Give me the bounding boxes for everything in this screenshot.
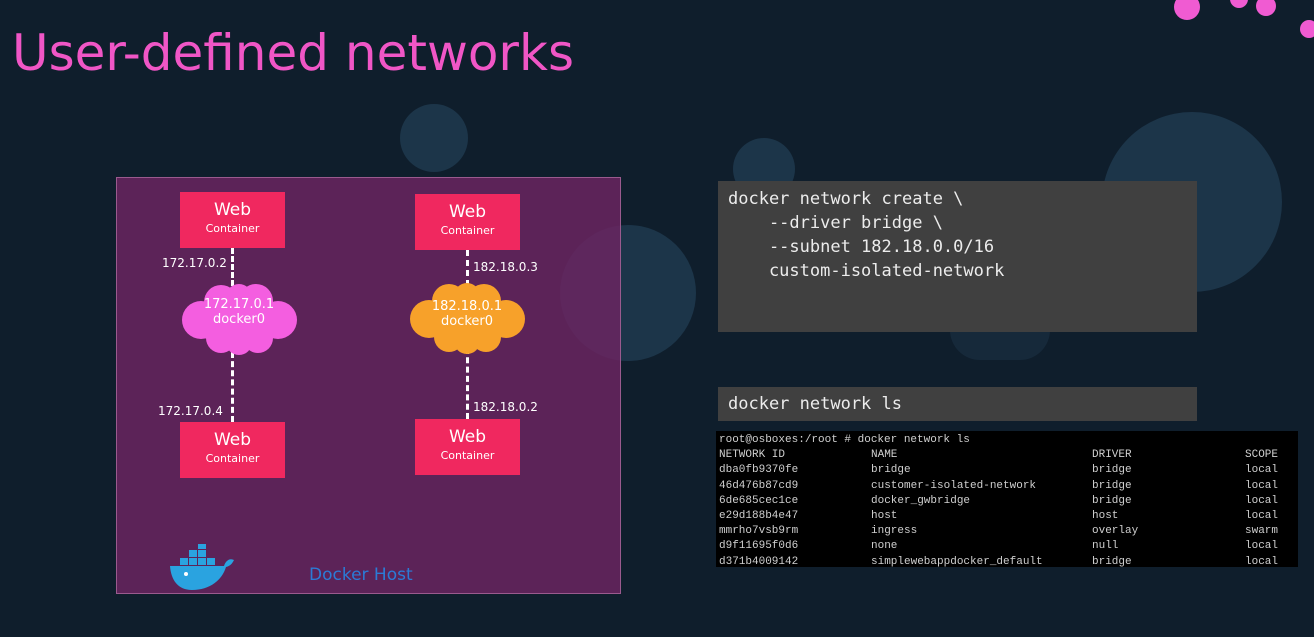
bridge-cloud-left xyxy=(182,284,297,355)
code-block-network-ls: docker network ls xyxy=(718,387,1197,421)
ip-label: 182.18.0.2 xyxy=(473,400,538,414)
slide-title: User-defined networks xyxy=(12,24,574,82)
code-line: custom-isolated-network xyxy=(728,261,1005,281)
background-circle xyxy=(400,104,468,172)
link-line xyxy=(466,348,469,419)
table-row: 46d476b87cd9 customer-isolated-network b… xyxy=(719,479,1295,494)
table-row: dba0fb9370fe bridge bridge local xyxy=(719,463,1295,478)
cell-network-id: 46d476b87cd9 xyxy=(719,479,799,492)
terminal-output: root@osboxes:/root # docker network ls N… xyxy=(716,431,1298,570)
ip-label: 182.18.0.3 xyxy=(473,260,538,274)
code-line: --driver bridge \ xyxy=(728,213,943,233)
link-line xyxy=(466,250,469,286)
web-container-left-bottom: Web Container xyxy=(180,422,285,478)
ip-label: 172.17.0.4 xyxy=(158,404,223,418)
cell-driver: host xyxy=(1092,509,1119,522)
header-name: NAME xyxy=(871,449,898,462)
cell-name: host xyxy=(871,509,898,522)
container-title: Web xyxy=(448,202,487,222)
code-line: --subnet 182.18.0.0/16 xyxy=(728,237,995,257)
table-row: mmrho7vsb9rm ingress overlay swarm xyxy=(719,524,1295,539)
header-network-id: NETWORK ID xyxy=(719,449,786,462)
terminal-header-row: NETWORK ID NAME DRIVER SCOPE xyxy=(719,448,1295,463)
code-block-network-create: docker network create \ --driver bridge … xyxy=(718,181,1197,332)
ip-label: 172.17.0.2 xyxy=(162,256,227,270)
decorative-dot xyxy=(1256,0,1276,16)
cell-network-id: mmrho7vsb9rm xyxy=(719,525,799,538)
table-row: d9f11695f0d6 none null local xyxy=(719,539,1295,554)
header-driver: DRIVER xyxy=(1092,449,1132,462)
cell-name: ingress xyxy=(871,525,918,538)
cell-driver: bridge xyxy=(1092,555,1132,568)
cell-driver: null xyxy=(1092,540,1119,553)
table-row: d371b4009142 simplewebappdocker_default … xyxy=(719,555,1295,570)
cell-network-id: d371b4009142 xyxy=(719,555,799,568)
cell-name: none xyxy=(871,540,898,553)
cell-scope: local xyxy=(1245,494,1279,507)
bridge-name: docker0 xyxy=(212,312,266,327)
decorative-dot xyxy=(1174,0,1200,20)
cell-scope: local xyxy=(1245,540,1279,553)
cell-name: bridge xyxy=(871,464,911,477)
cell-scope: local xyxy=(1245,555,1279,568)
table-row: e29d188b4e47 host host local xyxy=(719,509,1295,524)
cell-network-id: dba0fb9370fe xyxy=(719,464,799,477)
cell-scope: local xyxy=(1245,464,1279,477)
cell-name: simplewebappdocker_default xyxy=(871,555,1043,568)
bridge-label-left: 172.17.0.1 docker0 xyxy=(190,297,288,327)
cell-driver: bridge xyxy=(1092,479,1132,492)
decorative-dot xyxy=(1230,0,1248,8)
cell-name: customer-isolated-network xyxy=(871,479,1037,492)
bridge-label-right: 182.18.0.1 docker0 xyxy=(418,299,516,329)
container-subtitle: Container xyxy=(440,449,495,462)
header-scope: SCOPE xyxy=(1245,449,1279,462)
bridge-name: docker0 xyxy=(440,314,494,329)
code-line: docker network ls xyxy=(728,394,902,414)
container-title: Web xyxy=(448,427,487,447)
bridge-ip: 182.18.0.1 xyxy=(431,299,503,314)
container-subtitle: Container xyxy=(440,224,495,237)
cell-scope: swarm xyxy=(1245,525,1279,538)
cell-scope: local xyxy=(1245,479,1279,492)
code-line: docker network create \ xyxy=(728,189,964,209)
cell-driver: bridge xyxy=(1092,494,1132,507)
cell-driver: bridge xyxy=(1092,464,1132,477)
link-line xyxy=(231,248,234,286)
link-line xyxy=(231,352,234,422)
cell-name: docker_gwbridge xyxy=(871,494,971,507)
web-container-left-top: Web Container xyxy=(180,192,285,248)
cell-driver: overlay xyxy=(1092,525,1139,538)
terminal-prompt: root@osboxes:/root # docker network ls xyxy=(719,434,970,446)
docker-whale-icon xyxy=(170,544,234,590)
table-row: 6de685cec1ce docker_gwbridge bridge loca… xyxy=(719,494,1295,509)
cell-network-id: 6de685cec1ce xyxy=(719,494,799,507)
web-container-right-bottom: Web Container xyxy=(415,419,520,475)
container-subtitle: Container xyxy=(205,452,260,465)
decorative-dot xyxy=(1300,20,1314,38)
cell-network-id: e29d188b4e47 xyxy=(719,509,799,522)
bridge-cloud-right xyxy=(410,283,525,354)
cell-scope: local xyxy=(1245,509,1279,522)
docker-host-label: Docker Host xyxy=(309,565,413,585)
container-subtitle: Container xyxy=(205,222,260,235)
cell-network-id: d9f11695f0d6 xyxy=(719,540,799,553)
container-title: Web xyxy=(213,430,252,450)
container-title: Web xyxy=(213,200,252,220)
web-container-right-top: Web Container xyxy=(415,194,520,250)
bridge-ip: 172.17.0.1 xyxy=(203,297,275,312)
